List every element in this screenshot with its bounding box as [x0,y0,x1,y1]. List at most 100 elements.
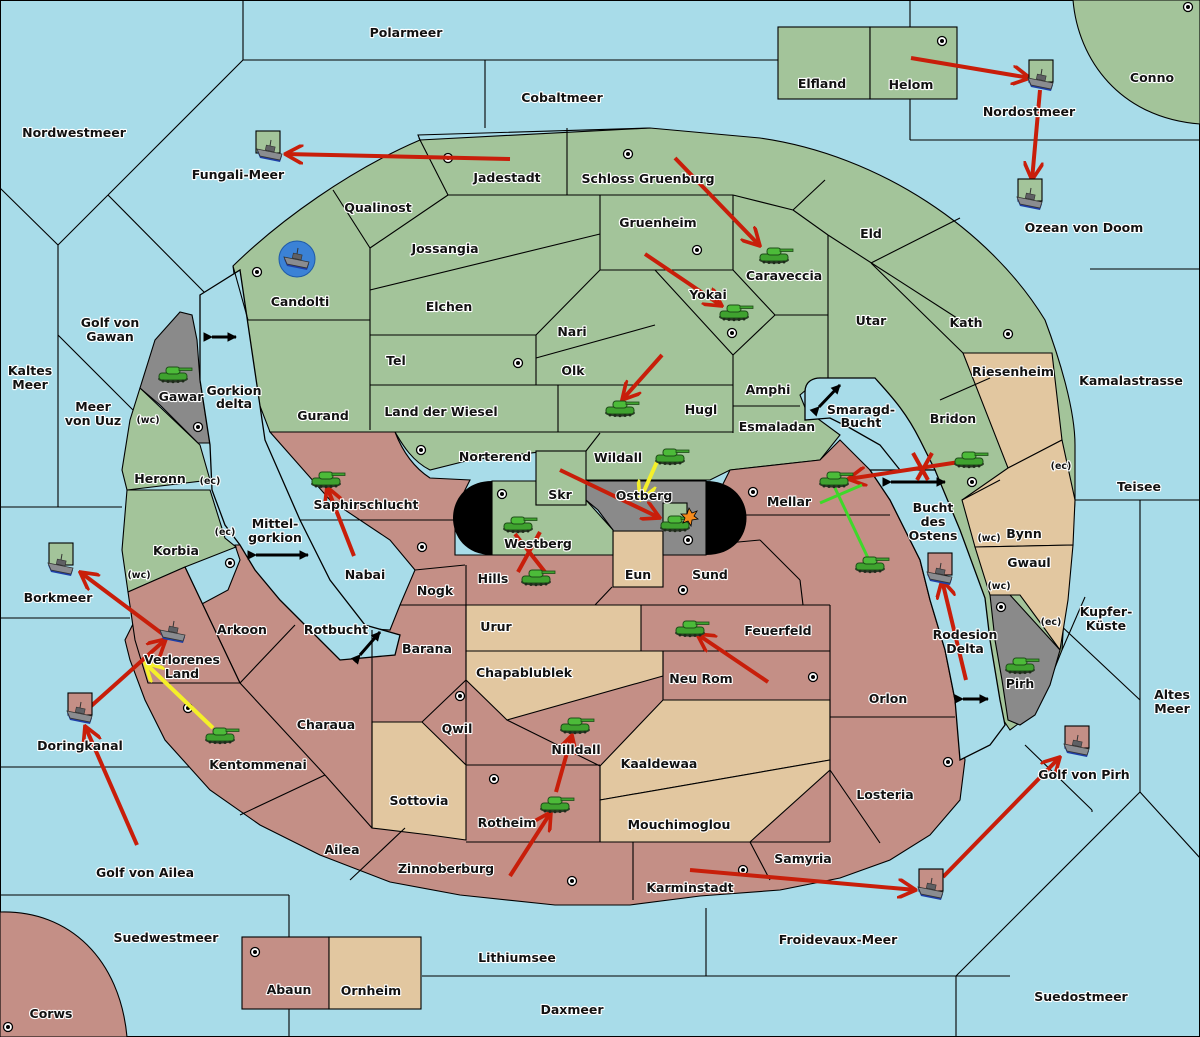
label-urur: Urur [480,619,512,634]
label-bucht-des-ostens-1: Bucht [913,500,954,515]
label-caraveccia: Caraveccia [746,268,822,283]
label-skr: Skr [548,487,572,502]
label-bynn: Bynn [1006,526,1041,541]
label-hugl: Hugl [685,402,718,417]
move-arrow [1032,89,1040,180]
label-kupfer-kueste-2: Küste [1086,618,1126,633]
label-borkmeer: Borkmeer [24,590,94,605]
northern-landmass [232,127,1076,731]
supply-center-icon [249,946,261,958]
label-arkoon: Arkoon [217,622,267,637]
label-polarmeer: Polarmeer [370,25,444,40]
label-abaun: Abaun [267,982,312,997]
label-ec: (ec) [1051,461,1072,472]
territory-korbia[interactable] [121,489,238,593]
label-rodesion-delta-2: Delta [946,641,984,656]
move-arrow [910,56,1030,78]
label-nordwestmeer: Nordwestmeer [22,125,127,140]
territory-ornheim[interactable] [328,936,422,1010]
label-ec: (ec) [215,527,236,538]
label-suedostmeer: Suedostmeer [1034,989,1128,1004]
supply-center-icon [566,875,578,887]
sea-bucht-des-ostens[interactable] [868,469,1006,762]
label-mouchimoglou: Mouchimoglou [628,817,731,832]
territory-corws[interactable] [0,911,128,1037]
move-arrow [643,252,722,306]
label-daxmeer: Daxmeer [540,1002,604,1017]
label-conno: Conno [1130,70,1175,85]
label-ornheim: Ornheim [341,983,401,998]
territory-eun[interactable] [612,530,664,588]
supply-center-icon [966,476,978,488]
supply-center-icon [512,357,524,369]
label-amphi: Amphi [746,382,791,397]
move-arrow [697,634,770,684]
label-eun: Eun [625,567,651,582]
move-arrow [622,353,664,400]
support-arrow [145,663,215,730]
label-nari: Nari [557,324,586,339]
label-westberg: Westberg [504,536,572,551]
failed-order-x-icon [911,452,934,481]
label-orlon: Orlon [869,691,908,706]
supply-center-icon [251,266,263,278]
label-doringkanal: Doringkanal [37,738,123,753]
territory-conno[interactable] [1072,0,1200,125]
move-arrow [554,735,572,793]
label-barana: Barana [402,641,452,656]
supply-center-icon [1002,328,1014,340]
label-saphirschlucht: Saphirschlucht [314,497,419,512]
label-teisee: Teisee [1117,479,1161,494]
move-arrow [689,868,916,890]
move-arrow [285,154,511,159]
label-bridon: Bridon [930,411,976,426]
label-neu-rom: Neu Rom [669,671,732,686]
move-arrow [673,156,760,246]
label-golf-von-ailea: Golf von Ailea [96,865,194,880]
label-ec: (ec) [1041,617,1062,628]
move-arrow [78,639,166,718]
label-zinnoberburg: Zinnoberburg [398,861,494,876]
canal-connections [203,332,989,704]
supply-center-icon [622,148,634,160]
label-sottovia: Sottovia [390,793,449,808]
label-wc: (wc) [977,533,1000,544]
move-arrow [941,757,1060,879]
label-gorkion-delta-2: delta [216,396,252,411]
label-corws: Corws [30,1006,73,1021]
label-esmaladan: Esmaladan [739,419,815,434]
label-verlorenes-land-1: Verlorenes [144,652,220,667]
label-mellar: Mellar [767,494,812,509]
label-kaltes-meer-1: Kaltes [8,363,52,378]
double-arrow-icon [809,383,842,417]
move-arrow [848,459,967,479]
label-nilldall: Nilldall [551,742,600,757]
label-lithiumsee: Lithiumsee [478,950,556,965]
label-utar: Utar [856,313,888,328]
failed-order-x-icon [513,531,547,574]
label-losteria: Losteria [856,787,913,802]
move-arrow [942,580,968,681]
supply-center-icon [677,584,689,596]
label-sund: Sund [692,567,728,582]
supply-center-icon [496,488,508,500]
label-wc: (wc) [127,570,150,581]
canal-west [453,481,492,555]
supply-center-icon [726,327,738,339]
label-mittelgorkion-2: gorkion [248,530,302,545]
label-ostberg: Ostberg [616,488,673,503]
label-bucht-des-ostens-2: des [921,514,946,529]
supply-center-icon [1182,1,1194,13]
units [47,59,1090,901]
label-cobaltmeer: Cobaltmeer [521,90,603,105]
label-ec: (ec) [200,476,221,487]
label-bucht-des-ostens-3: Ostens [909,528,958,543]
label-verlorenes-land-2: Land [165,666,199,681]
label-land-der-wiesel: Land der Wiesel [384,404,497,419]
convoy-line [833,487,870,559]
label-ailea: Ailea [324,842,359,857]
label-kamalastrasse: Kamalastrasse [1079,373,1183,388]
label-wc: (wc) [987,581,1010,592]
label-charaua: Charaua [297,717,355,732]
